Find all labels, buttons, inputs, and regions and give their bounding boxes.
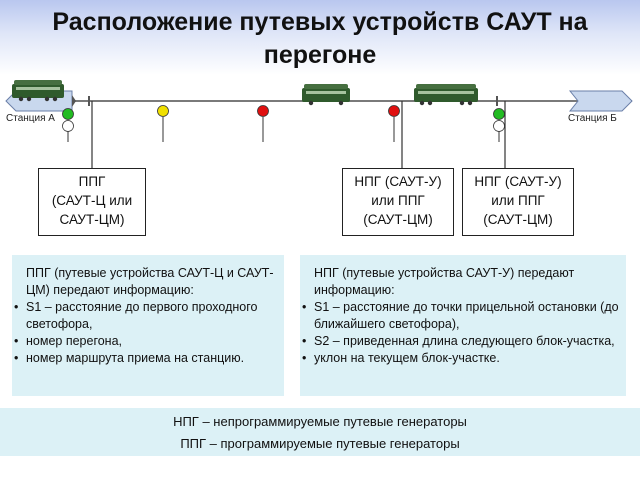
list-item: •S1 – расстояние до точки прицельной ост… (302, 300, 619, 331)
track-scheme: Станция А Станция Б (5, 80, 633, 168)
signal-station-b (493, 108, 505, 142)
signal-lamp-red (257, 105, 269, 117)
npg-info-list: •S1 – расстояние до точки прицельной ост… (300, 299, 626, 367)
signal-lamp-red (388, 105, 400, 117)
list-item: •S2 – приведенная длина следующего блок-… (302, 334, 615, 348)
npg-info-intro: НПГ (путевые устройства САУТ-У) передают… (314, 266, 575, 297)
list-item: •номер маршрута приема на станцию. (14, 351, 245, 365)
signal-lamp-green (493, 108, 505, 120)
ppg-info-intro: ППГ (путевые устройства САУТ-Ц и САУТ-ЦМ… (26, 266, 274, 297)
legend-npg: НПГ – непрограммируемые путевые генерато… (173, 414, 467, 429)
locomotive-icon (302, 84, 350, 106)
signal-lamp-off (493, 120, 505, 132)
signal-4 (388, 105, 400, 142)
ppg-info-list: •S1 – расстояние до первого проходного с… (12, 299, 284, 367)
npg-info-panel: НПГ (путевые устройства САУТ-У) передают… (300, 255, 626, 396)
signal-lamp-yellow (157, 105, 169, 117)
signal-2 (157, 105, 169, 142)
station-b-label: Станция Б (568, 113, 617, 124)
ppg-info-panel: ППГ (путевые устройства САУТ-Ц и САУТ-ЦМ… (12, 255, 284, 396)
locomotive-icon (12, 80, 64, 102)
signal-station-a (62, 108, 74, 142)
legend-ppg: ППГ – программируемые путевые генераторы (180, 436, 460, 451)
track-joints (88, 96, 498, 106)
device-connectors (91, 101, 506, 168)
device-box-npg-1: НПГ (САУТ-У) или ППГ (САУТ-ЦМ) (342, 168, 454, 236)
list-item: •S1 – расстояние до первого проходного с… (14, 300, 258, 331)
device-box-ppg: ППГ (САУТ-Ц или САУТ-ЦМ) (38, 168, 146, 236)
station-a-label: Станция А (6, 113, 55, 124)
abbreviation-legend: НПГ – непрограммируемые путевые генерато… (0, 408, 640, 456)
station-b-marker: Станция Б (568, 90, 633, 124)
list-item: •номер перегона, (14, 334, 123, 348)
page-title: Расположение путевых устройств САУТ на п… (52, 8, 588, 69)
signal-lamp-green (62, 108, 74, 120)
list-item: •уклон на текущем блок-участке. (302, 351, 500, 365)
title-band (0, 0, 640, 75)
signal-lamp-off (62, 120, 74, 132)
train-icon (414, 84, 478, 106)
device-box-npg-2: НПГ (САУТ-У) или ППГ (САУТ-ЦМ) (462, 168, 574, 236)
signal-3 (257, 105, 269, 142)
